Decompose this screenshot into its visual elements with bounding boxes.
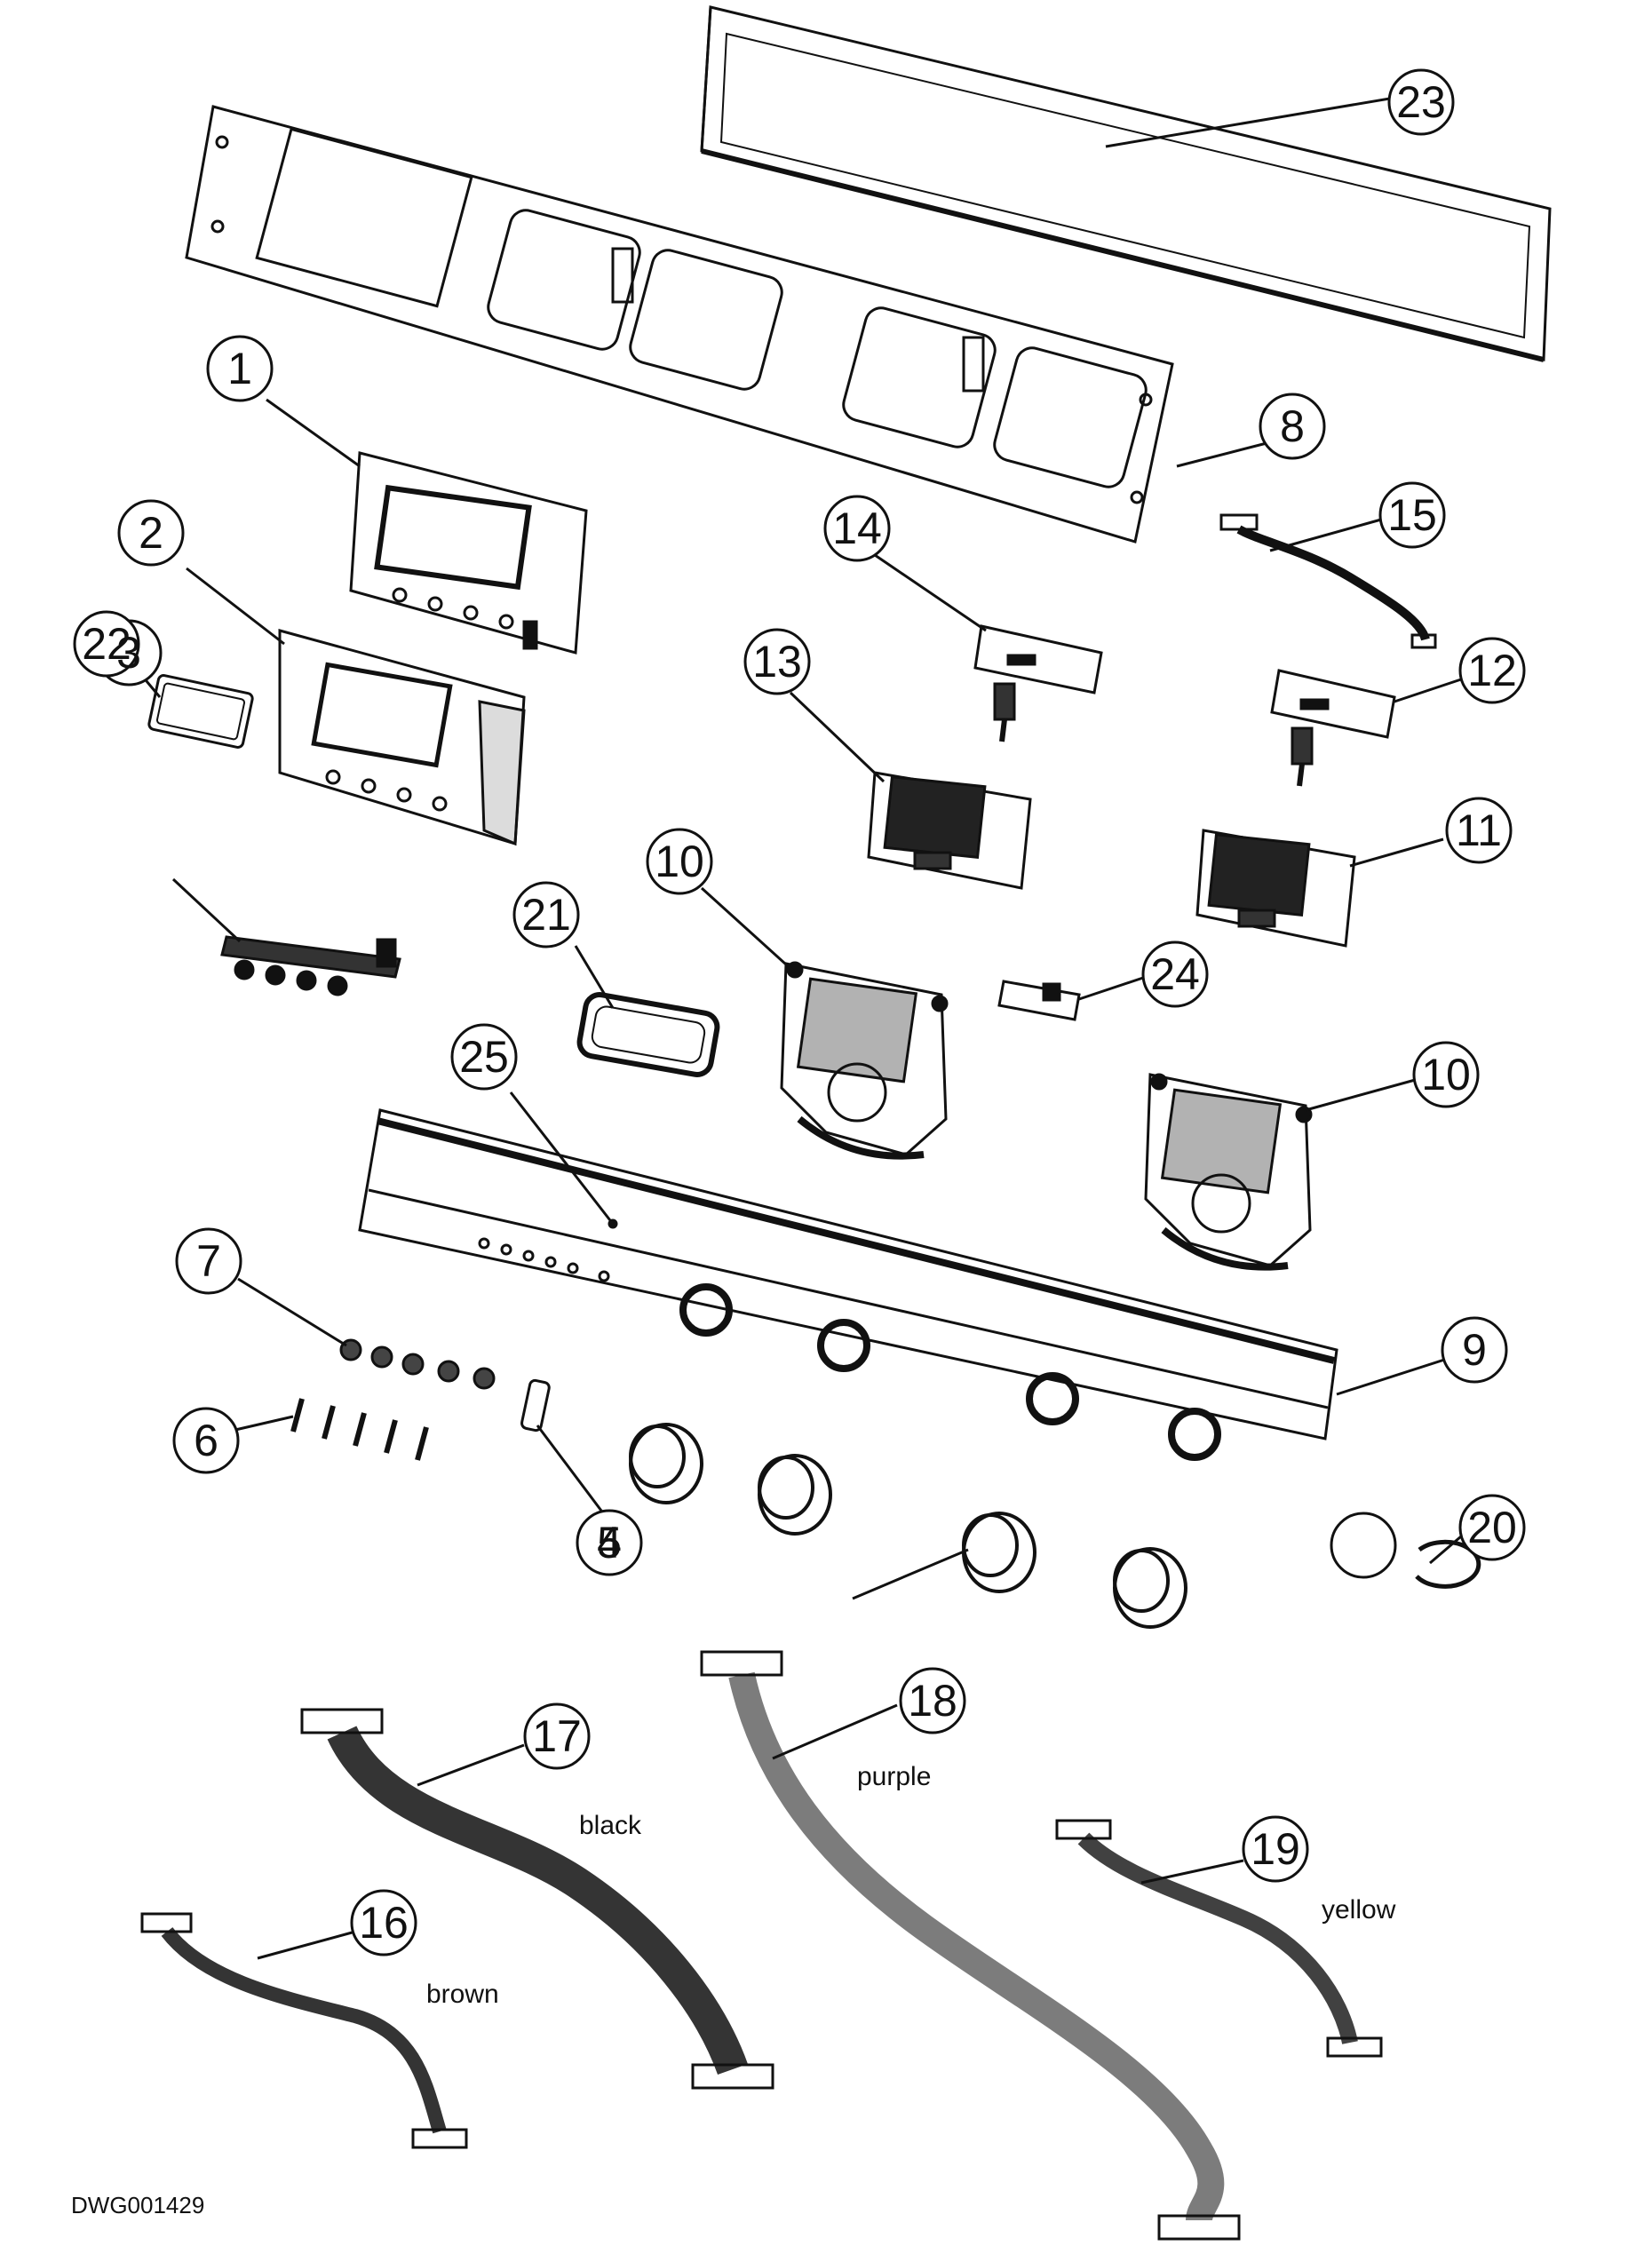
callout-7: 7 [196, 1236, 221, 1286]
part-17-black-harness [300, 1708, 774, 2090]
callout-23: 23 [1396, 77, 1446, 127]
part-10-encoder-bracket-right [1144, 1073, 1313, 1271]
callout-2: 2 [139, 508, 163, 558]
drawing-number: DWG001429 [71, 2192, 204, 2218]
callout-14: 14 [832, 504, 882, 553]
callout-20: 20 [1467, 1503, 1517, 1552]
part-13-relay-board [867, 771, 1032, 890]
callout-1: 1 [227, 344, 252, 393]
callout-3: 3 [116, 628, 141, 678]
part-2-button-bar [220, 935, 401, 996]
part-8-mounting-bracket [185, 105, 1174, 544]
part-9-control-panel-fascia [358, 1108, 1338, 1461]
callout-4: 4 [597, 1518, 622, 1567]
callout-6: 6 [194, 1416, 218, 1465]
wire-label-brown: brown [426, 1980, 499, 2009]
part-3-display-housing [278, 629, 526, 846]
callout-circles [73, 68, 1526, 1956]
callout-22: 22 [82, 619, 131, 669]
part-6-light-pipes [290, 1398, 429, 1461]
callout-5: 5 [597, 1518, 622, 1567]
part-14-switch-board [973, 624, 1103, 742]
callout-10-right: 10 [1421, 1050, 1471, 1099]
part-10-encoder-bracket-left [780, 961, 949, 1160]
part-20-ring-clip [1415, 1539, 1481, 1589]
wire-labels: brown black purple yellow [426, 1762, 1396, 2009]
part-21-lens [576, 992, 720, 1077]
wire-label-black: black [579, 1811, 642, 1840]
callout-17: 17 [532, 1711, 582, 1761]
callout-11: 11 [1456, 806, 1502, 855]
part-18-purple-harness [700, 1650, 1241, 2241]
part-5-shaft-adapter [520, 1378, 551, 1433]
callout-21: 21 [521, 890, 571, 940]
callout-9: 9 [1462, 1325, 1487, 1375]
callout-13: 13 [752, 637, 802, 687]
callout-12: 12 [1467, 646, 1517, 695]
callout-8: 8 [1280, 401, 1305, 451]
leader-lines [136, 91, 1462, 1960]
part-23-rear-trim-frame [700, 5, 1552, 362]
part-24-small-connector [997, 980, 1081, 1021]
part-15-small-harness [1219, 513, 1437, 649]
part-19-yellow-harness [1055, 1819, 1383, 2058]
wire-label-purple: purple [857, 1762, 931, 1791]
part-16-brown-harness [140, 1912, 468, 2149]
callout-10-left: 10 [655, 837, 704, 886]
part-12-switch-board [1270, 669, 1396, 787]
part-11-relay-board [1195, 829, 1356, 948]
callout-16: 16 [359, 1898, 409, 1948]
callout-19: 19 [1251, 1824, 1300, 1874]
part-4-knobs [629, 1423, 1187, 1629]
callout-18: 18 [908, 1676, 957, 1726]
part-7-button-caps [339, 1338, 496, 1390]
part-22-lens [147, 674, 254, 749]
wire-label-yellow: yellow [1322, 1895, 1396, 1925]
callout-25: 25 [459, 1032, 509, 1082]
callout-15: 15 [1387, 490, 1437, 540]
callout-numbers: 1 2 3 4 5 6 7 8 9 10 10 11 12 13 14 15 1… [82, 77, 1517, 1948]
callout-24: 24 [1150, 949, 1200, 999]
part-1-display-board [349, 451, 588, 655]
